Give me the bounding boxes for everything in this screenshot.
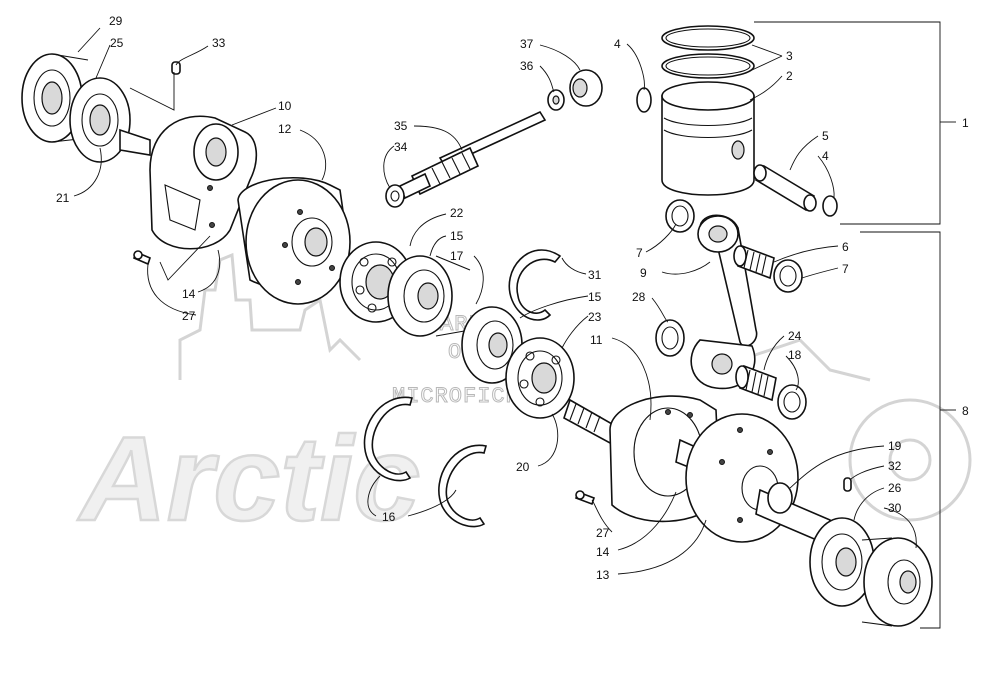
callout-7-upper: 7	[636, 246, 643, 260]
callout-19: 19	[888, 439, 902, 453]
callout-32: 32	[888, 459, 902, 473]
part-31-ring	[508, 249, 562, 321]
callout-6: 6	[842, 240, 849, 254]
part-18-washer	[777, 384, 807, 420]
part-32-key	[843, 477, 852, 492]
part-34-washer	[385, 184, 405, 208]
callout-2: 2	[786, 69, 793, 83]
callout-36: 36	[520, 59, 534, 73]
callout-16: 16	[382, 510, 396, 524]
part-13-crank-flywheel-right	[675, 413, 831, 546]
part-27b-screw	[574, 490, 596, 506]
part-5-wrist-pin	[753, 164, 817, 212]
part-16-retaining-rings	[363, 396, 488, 528]
part-12-flywheel-left	[237, 177, 351, 305]
part-4b-circlip	[822, 195, 838, 217]
part-37-36-bushing	[547, 69, 603, 111]
part-2-piston	[661, 81, 755, 196]
part-30-seal	[861, 537, 933, 627]
callout-11: 11	[590, 333, 603, 347]
callout-26: 26	[888, 481, 902, 495]
part-6-needle-bearing	[733, 244, 775, 280]
callout-14-left: 14	[182, 287, 196, 301]
callout-30: 30	[888, 501, 902, 515]
callout-23: 23	[588, 310, 602, 324]
part-9-connecting-rod	[690, 214, 758, 390]
callout-24: 24	[788, 329, 802, 343]
callout-8: 8	[962, 404, 969, 418]
callout-15-upper: 15	[450, 229, 464, 243]
part-27-screw-left	[133, 250, 151, 266]
callout-4-lower: 4	[822, 149, 829, 163]
callout-37: 37	[520, 37, 534, 51]
callout-31: 31	[588, 268, 602, 282]
callout-35: 35	[394, 119, 408, 133]
part-26-bearing	[809, 517, 875, 607]
callout-13: 13	[596, 568, 610, 582]
part-3-piston-rings	[661, 25, 755, 79]
part-24-needle-bearing	[735, 364, 777, 402]
callout-14-right: 14	[596, 545, 610, 559]
callout-labels: 29 25 33 10 12 21 14 27 37 36 35 34 22 1…	[56, 14, 969, 582]
callout-29: 29	[109, 14, 123, 28]
part-28-washer	[655, 319, 685, 357]
part-15-17-seal-stack	[387, 255, 471, 337]
part-21-crank-half-left	[119, 115, 258, 250]
part-25-bearing	[69, 77, 131, 163]
watermark-brand: Arctic	[77, 412, 420, 546]
callout-3: 3	[786, 49, 793, 63]
callout-15-lower: 15	[588, 290, 602, 304]
part-33-key	[171, 61, 181, 75]
callout-18: 18	[788, 348, 802, 362]
callout-4-upper: 4	[614, 37, 621, 51]
leader-lines	[73, 21, 956, 629]
callout-34: 34	[394, 140, 408, 154]
callout-1: 1	[962, 116, 969, 130]
callout-27-right: 27	[596, 526, 610, 540]
callout-17: 17	[450, 249, 464, 263]
callout-5: 5	[822, 129, 829, 143]
part-35-pump-shaft	[398, 110, 547, 200]
callout-27-left: 27	[182, 309, 196, 323]
callout-22: 22	[450, 206, 464, 220]
part-7b-washer	[773, 259, 803, 293]
part-23-bearing	[505, 337, 575, 419]
callout-21: 21	[56, 191, 70, 205]
callout-33: 33	[212, 36, 226, 50]
part-4a-circlip	[636, 87, 652, 113]
callout-10: 10	[278, 99, 292, 113]
callout-9: 9	[640, 266, 647, 280]
part-7a-washer	[665, 199, 695, 233]
callout-25: 25	[110, 36, 124, 50]
callout-28: 28	[632, 290, 646, 304]
callout-20: 20	[516, 460, 530, 474]
callout-12: 12	[278, 122, 292, 136]
callout-7-lower: 7	[842, 262, 849, 276]
